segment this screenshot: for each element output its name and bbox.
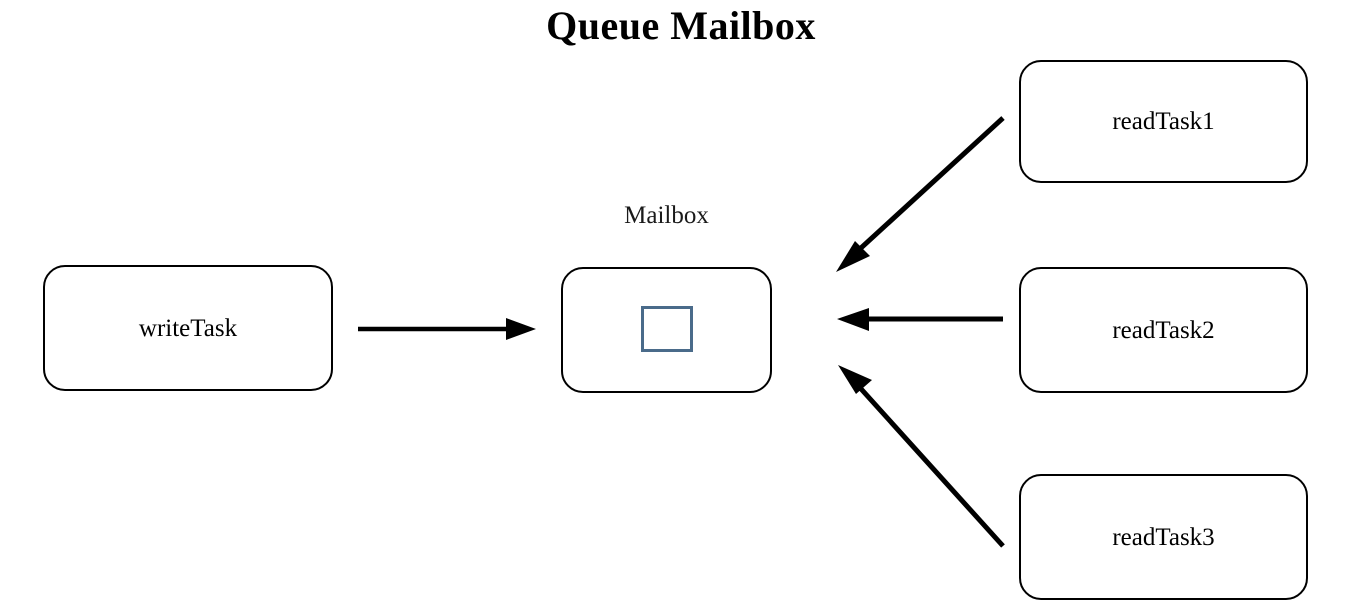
node-read-task2-label: readTask2: [1112, 316, 1215, 344]
message-slot-icon: [641, 306, 693, 352]
node-read-task3[interactable]: readTask3: [1019, 474, 1308, 600]
edge-write-task-to-mailbox: [358, 318, 536, 340]
node-read-task3-label: readTask3: [1112, 523, 1215, 551]
node-write-task-label: writeTask: [138, 314, 238, 342]
edge-read-task3-to-mailbox: [838, 365, 1005, 548]
node-write-task[interactable]: writeTask: [43, 265, 333, 391]
edge-read-task1-to-mailbox: [836, 116, 1005, 272]
node-mailbox[interactable]: [561, 267, 772, 393]
page-title: Queue Mailbox: [546, 3, 816, 48]
node-read-task1-label: readTask1: [1112, 108, 1215, 135]
mailbox-caption: Mailbox: [624, 202, 709, 229]
node-read-task2[interactable]: readTask2: [1019, 267, 1308, 393]
edge-read-task2-to-mailbox: [837, 308, 1003, 331]
node-read-task1[interactable]: readTask1: [1019, 60, 1308, 183]
